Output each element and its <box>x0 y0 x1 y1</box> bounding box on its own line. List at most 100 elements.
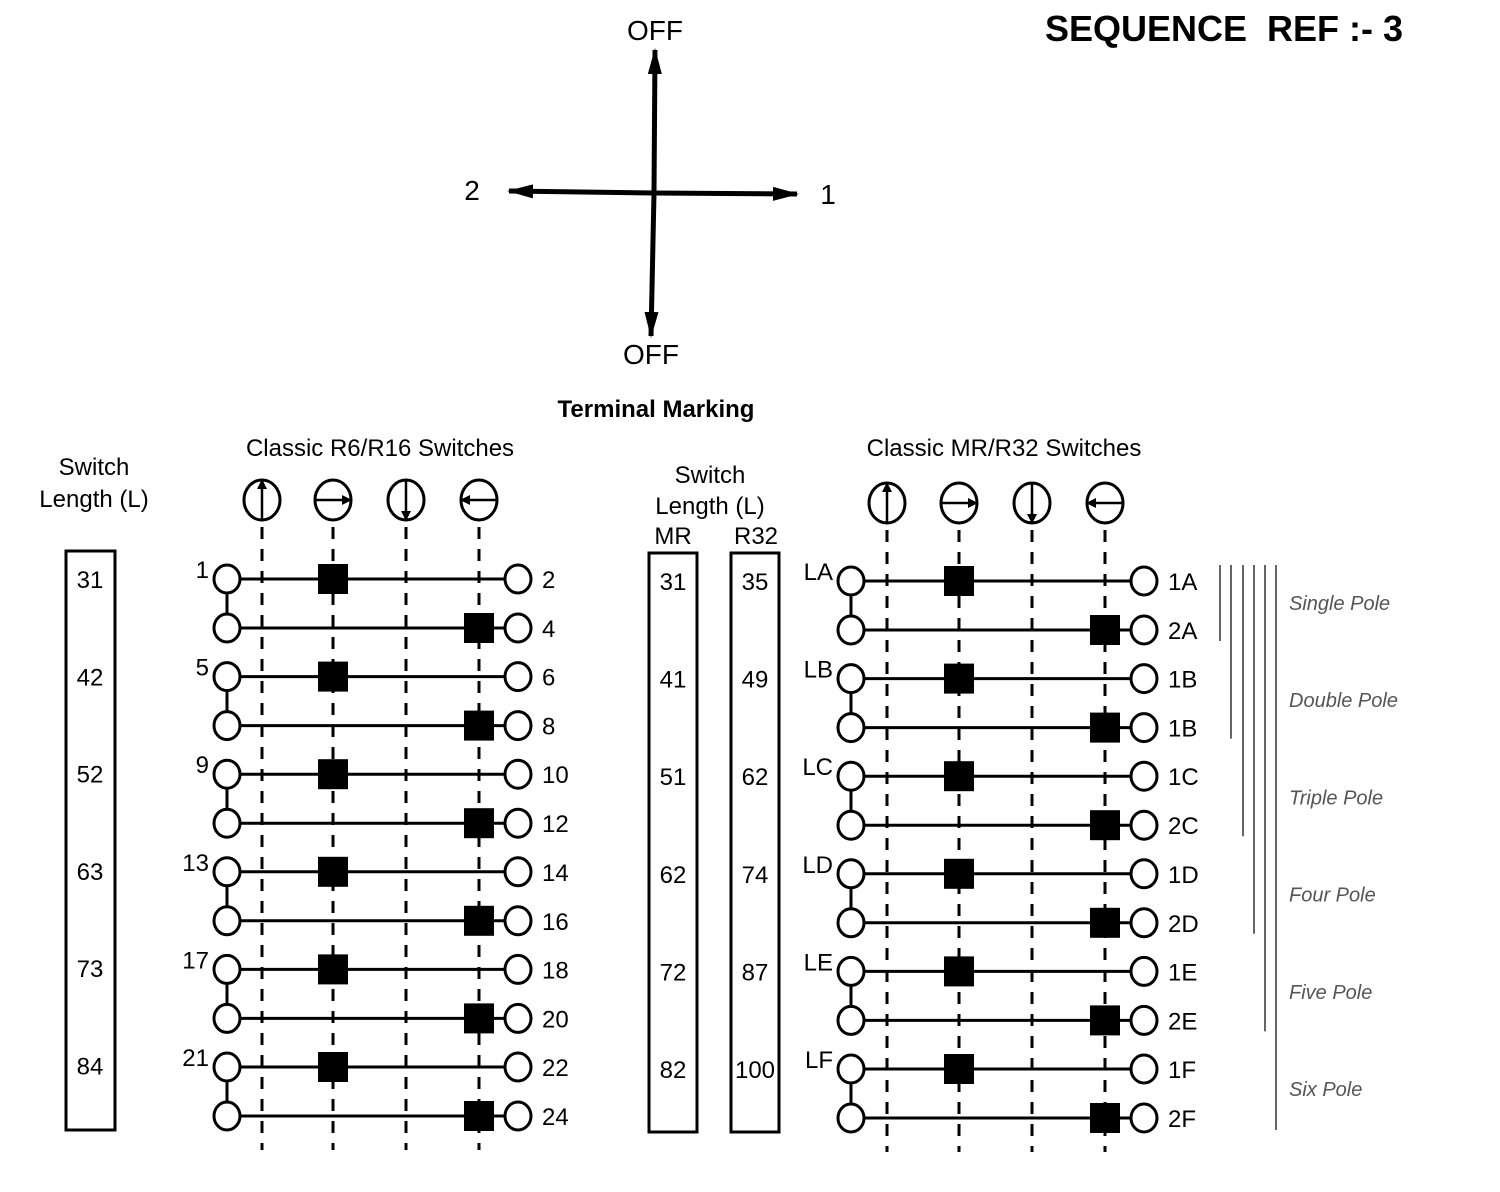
terminal-circle <box>836 955 866 987</box>
length-value-r32: 62 <box>742 764 769 791</box>
pole-count-label: Single Pole <box>1289 593 1390 615</box>
up-position-icon <box>242 478 282 522</box>
terminal-circle <box>1129 614 1159 646</box>
terminal-label-common: 17 <box>182 947 209 974</box>
terminal-label: 1A <box>1168 569 1197 596</box>
pole-count-label: Six Pole <box>1289 1079 1362 1101</box>
terminal-circle <box>836 1102 866 1134</box>
length-value-r32: 35 <box>742 569 769 596</box>
length-value-r32: 87 <box>742 959 769 986</box>
terminal-circle <box>1129 1004 1159 1036</box>
down-position-icon <box>386 478 426 522</box>
terminal-circle <box>503 1100 533 1132</box>
terminal-circle <box>503 612 533 644</box>
terminal-circle <box>836 1053 866 1085</box>
closed-contact <box>318 759 348 790</box>
closed-contact <box>1090 907 1120 938</box>
length-value-mr: 41 <box>660 667 687 694</box>
length-value: 42 <box>77 664 104 691</box>
terminal-circle <box>212 563 242 595</box>
terminal-label: 20 <box>542 1006 569 1033</box>
right-length-header-line2: Length (L) <box>655 493 764 520</box>
terminal-circle <box>212 856 242 888</box>
closed-contact <box>318 954 348 985</box>
terminal-label-common: 21 <box>182 1045 209 1072</box>
closed-contact <box>464 710 494 741</box>
terminal-circle <box>503 905 533 937</box>
terminal-circle <box>1129 712 1159 744</box>
terminal-label: 4 <box>542 616 555 643</box>
closed-contact <box>944 1054 974 1084</box>
closed-contact <box>1090 712 1120 743</box>
compass-label-left: 2 <box>464 175 480 206</box>
terminal-circle <box>1129 760 1159 792</box>
terminal-label: 2 <box>542 567 555 594</box>
terminal-circle <box>836 614 866 646</box>
right-length-col-r32: R32 <box>734 523 778 550</box>
length-value: 63 <box>77 859 104 886</box>
terminal-label: 2A <box>1168 618 1197 645</box>
terminal-circle <box>212 905 242 937</box>
terminal-circle <box>212 1051 242 1083</box>
terminal-circle <box>836 663 866 695</box>
compass-down-arrow <box>644 192 659 338</box>
terminal-circle <box>503 661 533 693</box>
terminal-circle <box>503 807 533 839</box>
compass-label-up: OFF <box>627 15 683 46</box>
left-length-header-line1: Switch <box>59 454 130 481</box>
terminal-circle <box>503 1002 533 1034</box>
terminal-circle <box>212 661 242 693</box>
terminal-circle <box>503 953 533 985</box>
closed-contact <box>944 956 974 987</box>
terminal-circle <box>503 856 533 888</box>
compass-right-arrow <box>653 186 799 201</box>
up-position-icon <box>867 481 907 525</box>
length-value-mr: 62 <box>660 862 687 889</box>
terminal-circle <box>1129 1053 1159 1085</box>
terminal-circle <box>212 1002 242 1034</box>
terminal-label: 16 <box>542 909 569 936</box>
left-position-icon <box>459 478 499 522</box>
terminal-circle <box>212 953 242 985</box>
terminal-circle <box>503 1051 533 1083</box>
terminal-label: 6 <box>542 665 555 692</box>
length-value: 52 <box>77 762 104 789</box>
terminal-label: 1E <box>1168 959 1197 986</box>
terminal-label-common: 9 <box>196 752 209 779</box>
closed-contact <box>464 905 494 936</box>
terminal-label: 22 <box>542 1055 569 1082</box>
closed-contact <box>318 1052 348 1082</box>
right-position-icon <box>939 481 979 525</box>
left-diagram-title: Classic R6/R16 Switches <box>246 435 514 462</box>
terminal-label: 1D <box>1168 862 1199 889</box>
terminal-circle <box>836 760 866 792</box>
sequence-title: SEQUENCE REF :- 3 <box>1045 8 1403 49</box>
length-box-mr <box>647 551 699 1134</box>
terminal-label-common: LF <box>805 1047 833 1074</box>
closed-contact <box>944 761 974 792</box>
terminal-label-common: 5 <box>196 655 209 682</box>
right-length-col-mr: MR <box>654 523 691 550</box>
left-position-icon <box>1085 481 1125 525</box>
section-title: Terminal Marking <box>558 396 755 423</box>
terminal-circle <box>212 710 242 742</box>
compass-label-down: OFF <box>623 339 679 370</box>
length-value: 73 <box>77 956 104 983</box>
closed-contact <box>318 564 348 594</box>
terminal-label: 1B <box>1168 716 1197 743</box>
closed-contact <box>944 663 974 694</box>
terminal-circle <box>1129 809 1159 841</box>
pole-count-label: Four Pole <box>1289 885 1376 907</box>
closed-contact <box>464 808 494 839</box>
pole-count-label: Double Pole <box>1289 690 1398 712</box>
length-value-mr: 31 <box>660 569 687 596</box>
pole-1: LA 1A 2A <box>804 559 1197 646</box>
terminal-circle <box>836 907 866 939</box>
compass-up-arrow <box>647 48 662 194</box>
terminal-label-common: LA <box>804 559 833 586</box>
